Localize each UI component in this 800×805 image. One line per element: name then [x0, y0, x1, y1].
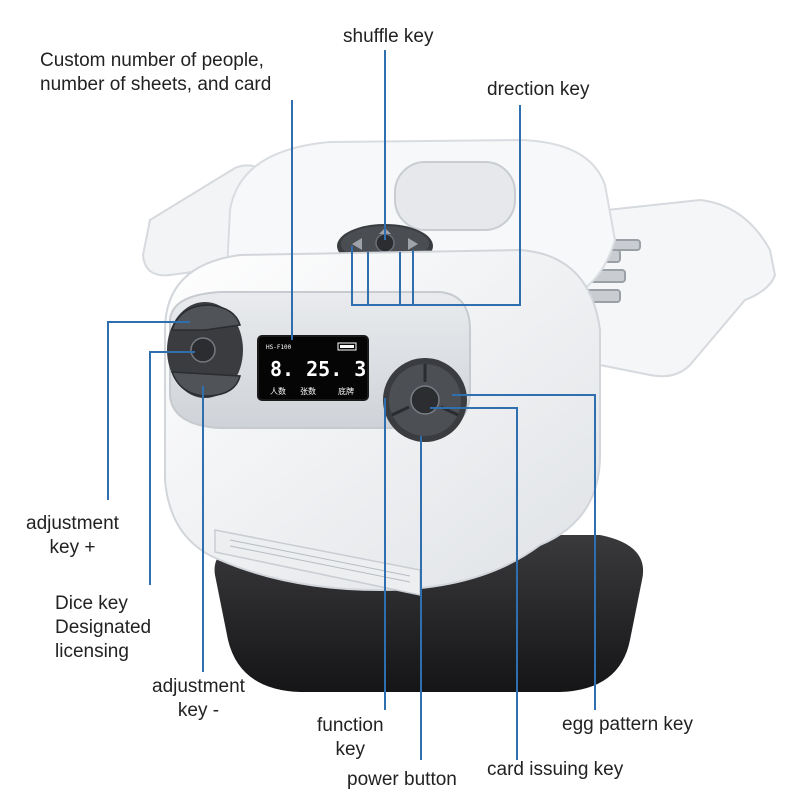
- left-key-cluster: [167, 302, 243, 398]
- top-card-slot: [394, 161, 516, 231]
- leader-lines: [107, 50, 596, 760]
- dice-key[interactable]: [190, 337, 216, 363]
- adjustment-minus-key[interactable]: [170, 371, 241, 397]
- dice-key-label: Dice key Designated licensing: [55, 593, 152, 662]
- shuffle-key-label: shuffle key: [343, 26, 434, 47]
- power-button-label: power button: [347, 769, 457, 790]
- display-header: HS-F100: [266, 344, 292, 351]
- display-col3: 底牌: [338, 386, 354, 396]
- display-col1: 人数: [270, 386, 286, 396]
- card-issuing-key[interactable]: [410, 385, 440, 415]
- direction-key-label: drection key: [487, 79, 590, 100]
- function-key-label: function key: [317, 715, 384, 760]
- adjustment-plus-key[interactable]: [170, 304, 241, 331]
- adjustment-plus-label: adjustment key +: [26, 513, 119, 558]
- right-key-cluster: [383, 358, 467, 442]
- adjustment-minus-label: adjustment key -: [152, 676, 245, 721]
- battery-icon: [337, 342, 357, 351]
- card-issuing-key-label: card issuing key: [487, 759, 624, 780]
- custom-count-label: Custom number of people, number of sheet…: [40, 50, 272, 95]
- egg-pattern-key-label: egg pattern key: [562, 714, 693, 735]
- display-col2: 张数: [300, 386, 316, 396]
- lcd-display: HS-F100 8. 25. 3 人数 张数 底牌: [257, 335, 369, 401]
- display-readout: 8. 25. 3: [270, 357, 366, 381]
